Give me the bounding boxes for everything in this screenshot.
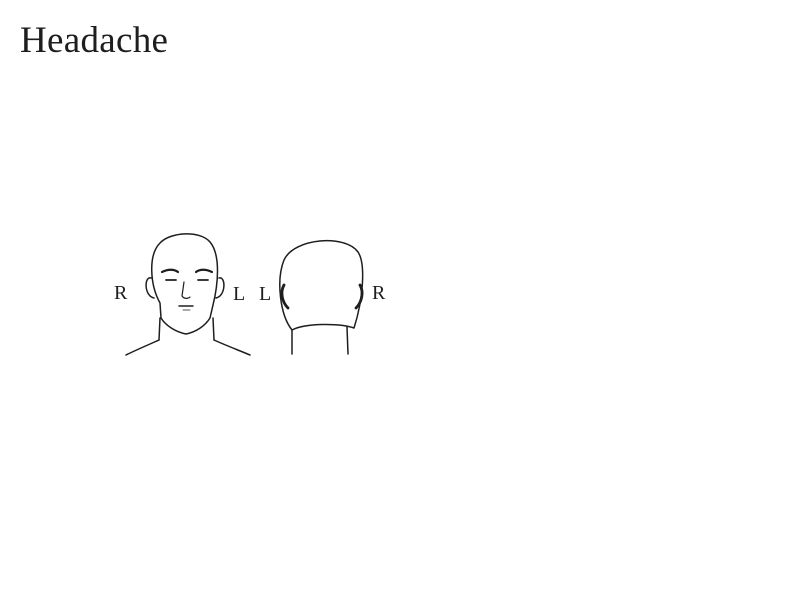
- back-head-figure: [279, 239, 364, 355]
- front-shoulder-right: [125, 339, 160, 356]
- back-ear-right: [354, 283, 364, 310]
- back-label-left: L: [259, 283, 272, 305]
- front-eyebrow-left: [194, 268, 214, 274]
- front-head-outline: [151, 233, 219, 335]
- page-title: Headache: [20, 20, 169, 61]
- front-neck-left: [212, 317, 215, 341]
- front-ear-left: [215, 277, 225, 299]
- back-ear-left: [280, 283, 290, 310]
- front-label-right: R: [114, 282, 128, 304]
- front-nose: [181, 281, 191, 299]
- front-head-figure: [125, 233, 251, 356]
- front-neck-right: [158, 317, 161, 341]
- back-head-outline: [279, 239, 364, 331]
- back-neck-right: [346, 326, 349, 355]
- back-label-right: R: [372, 282, 386, 304]
- front-label-left: L: [233, 283, 246, 305]
- front-ear-right: [145, 277, 155, 299]
- front-shoulder-left: [213, 339, 251, 356]
- front-eyebrow-right: [160, 268, 180, 274]
